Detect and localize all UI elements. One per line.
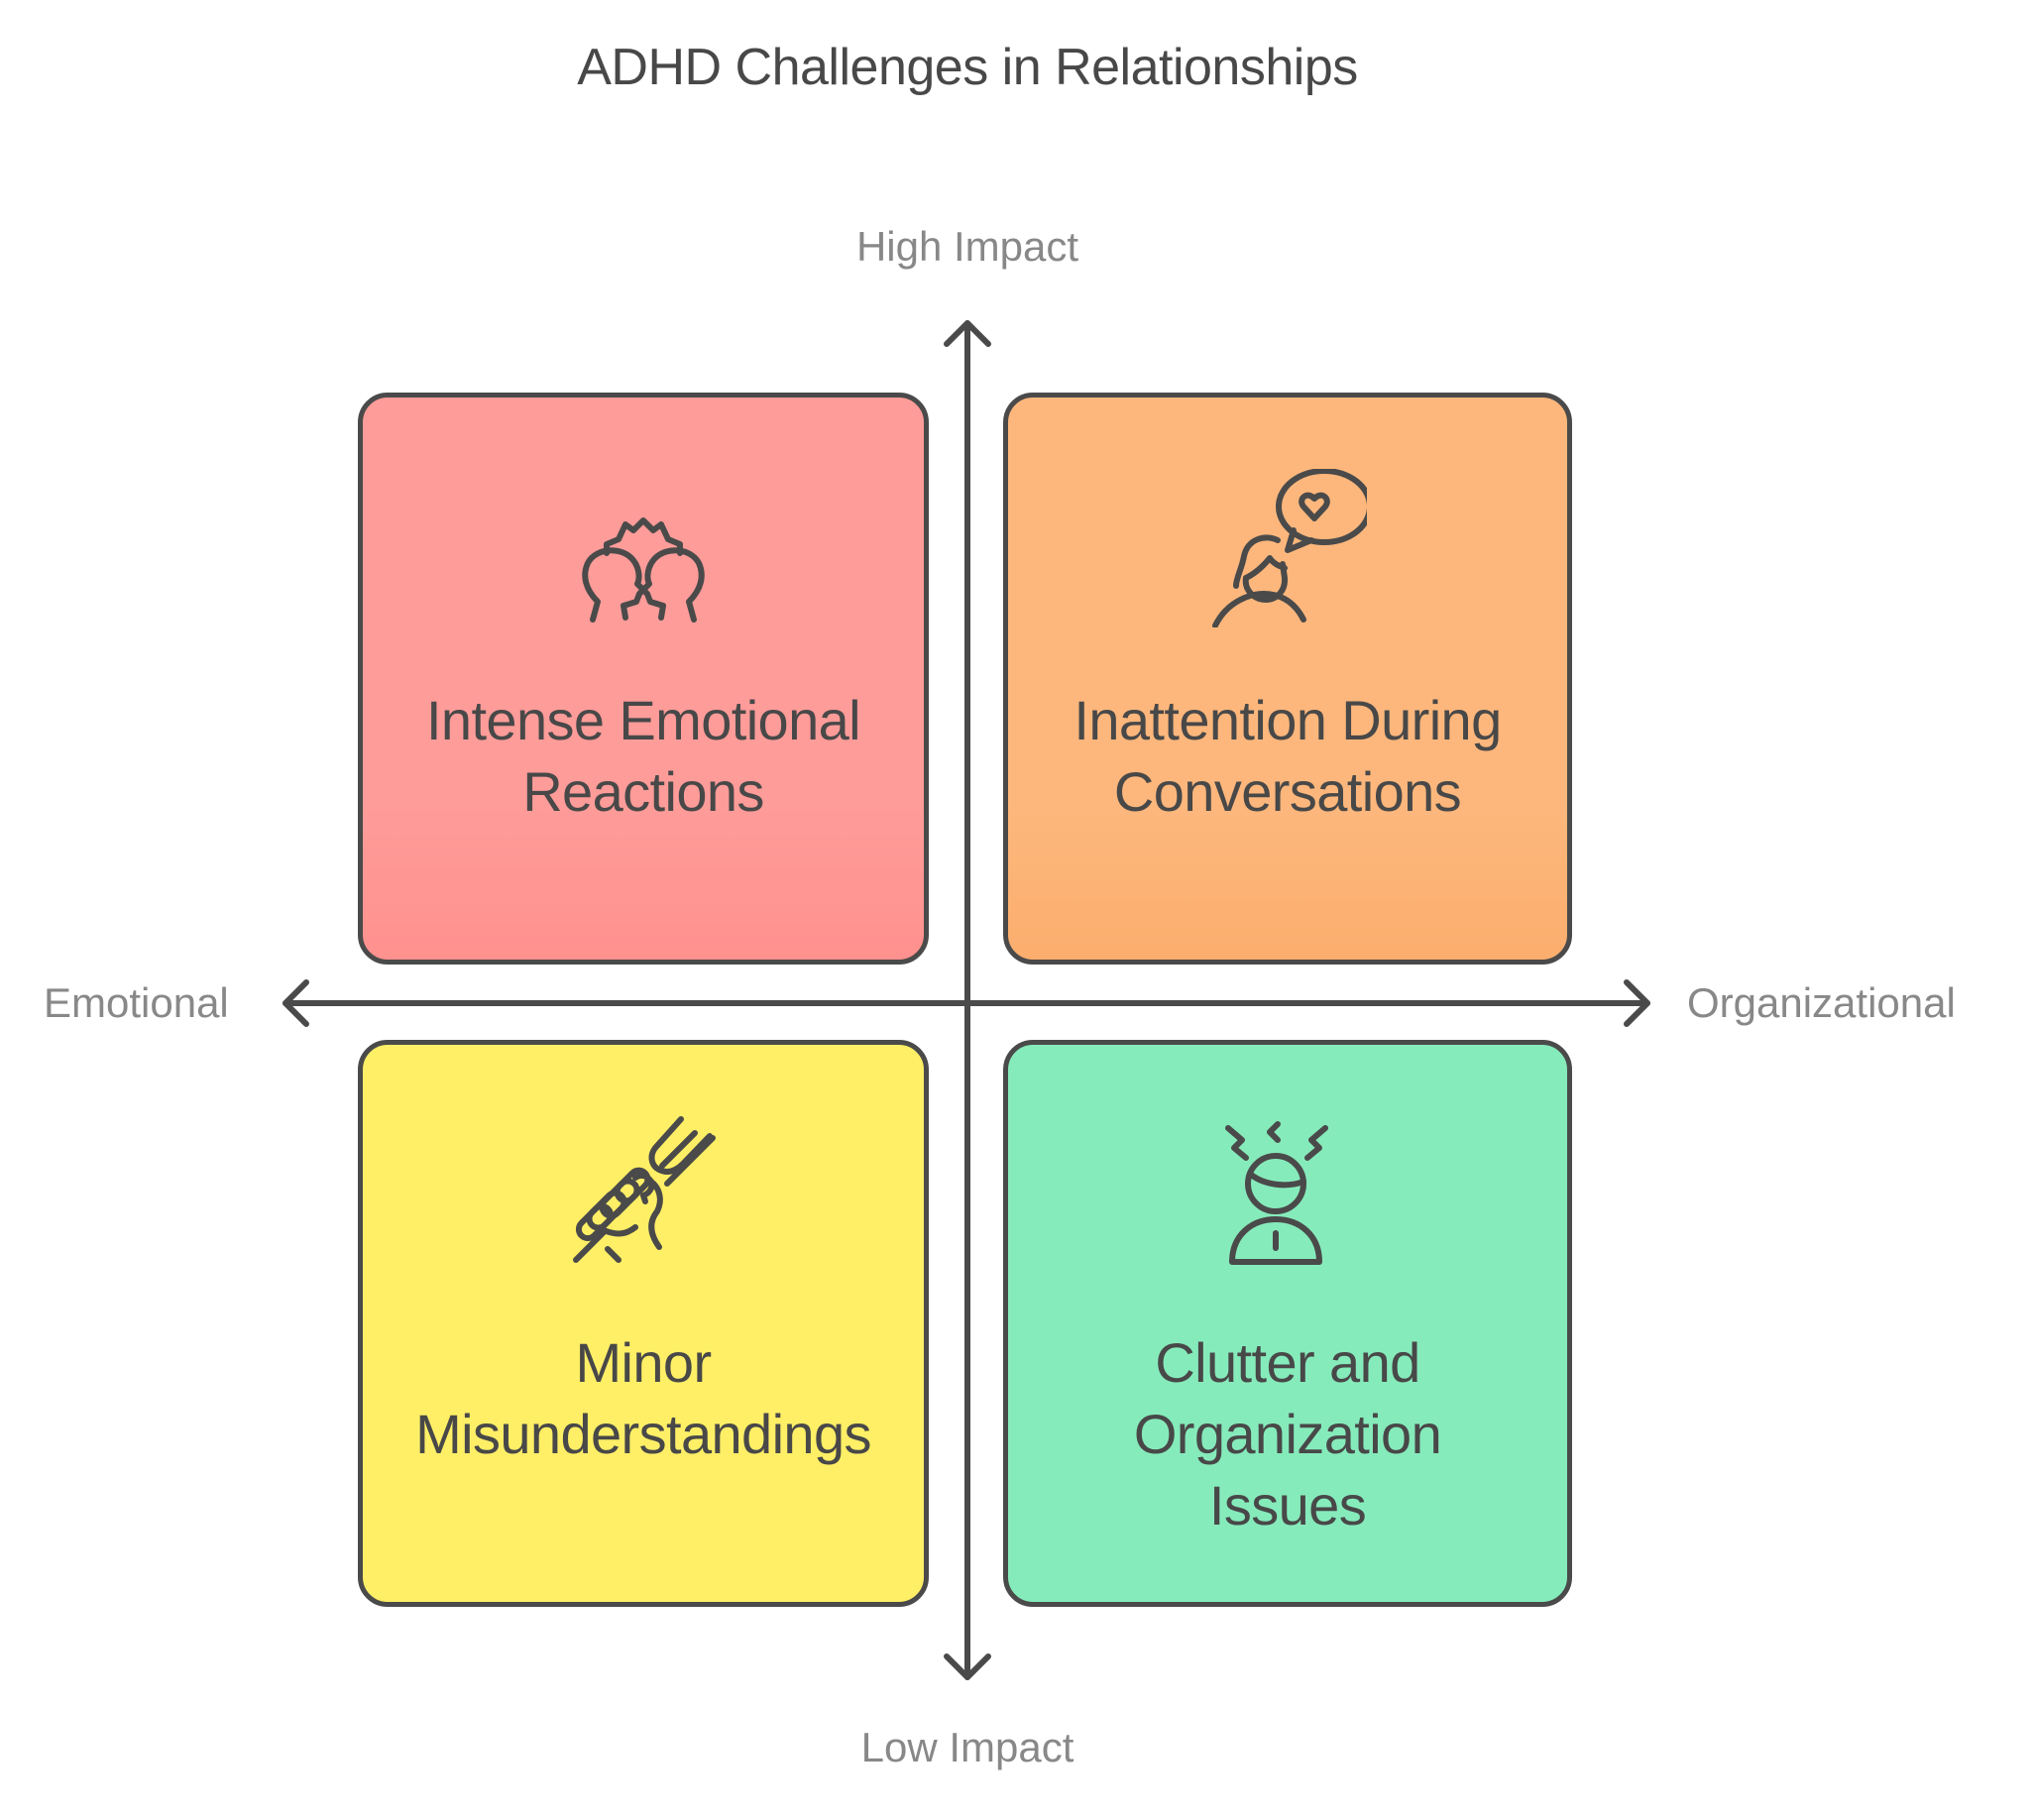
quadrant-label: Inattention During Conversations: [1008, 685, 1567, 828]
arrow-left-icon: [282, 979, 309, 1027]
quadrant-label-line: Issues: [1208, 1474, 1367, 1536]
quadrant-label-line: Minor: [575, 1331, 712, 1394]
arrow-down-icon: [944, 1653, 991, 1680]
quadrant-intense-emotional-reactions: Intense Emotional Reactions: [358, 393, 929, 965]
quadrant-label-line: Misunderstandings: [415, 1403, 871, 1465]
fist-fork-icon: [564, 1116, 723, 1275]
quadrant-label-line: Conversations: [1113, 760, 1462, 823]
quadrant-label-line: Reactions: [522, 760, 764, 823]
quadrant-label: Minor Misunderstandings: [363, 1327, 924, 1470]
quadrant-label-line: Inattention During: [1074, 689, 1502, 751]
arrow-right-icon: [1624, 979, 1650, 1027]
axis-label-high-impact: High Impact: [855, 223, 1079, 270]
quadrant-label: Clutter and Organization Issues: [1008, 1327, 1567, 1541]
diagram-title: ADHD Challenges in Relationships: [577, 39, 1358, 96]
axis-label-organizational: Organizational: [1687, 979, 1956, 1026]
arrow-up-icon: [944, 320, 991, 347]
quadrant-label-line: Intense Emotional: [425, 689, 861, 751]
quadrant-minor-misunderstandings: Minor Misunderstandings: [358, 1040, 929, 1607]
person-speech-heart-icon: [1208, 468, 1373, 628]
axis-label-emotional: Emotional: [44, 979, 229, 1026]
quadrant-label-line: Organization: [1133, 1403, 1442, 1465]
quadrant-label-line: Clutter and: [1155, 1331, 1420, 1394]
quadrant-clutter-and-organization-issues: Clutter and Organization Issues: [1003, 1040, 1572, 1607]
quadrant-label: Intense Emotional Reactions: [363, 685, 924, 828]
two-heads-conflict-icon: [564, 469, 723, 627]
quadrant-inattention-during-conversations: Inattention During Conversations: [1003, 393, 1572, 965]
axis-label-low-impact: Low Impact: [860, 1724, 1074, 1770]
stressed-person-icon: [1208, 1116, 1367, 1275]
